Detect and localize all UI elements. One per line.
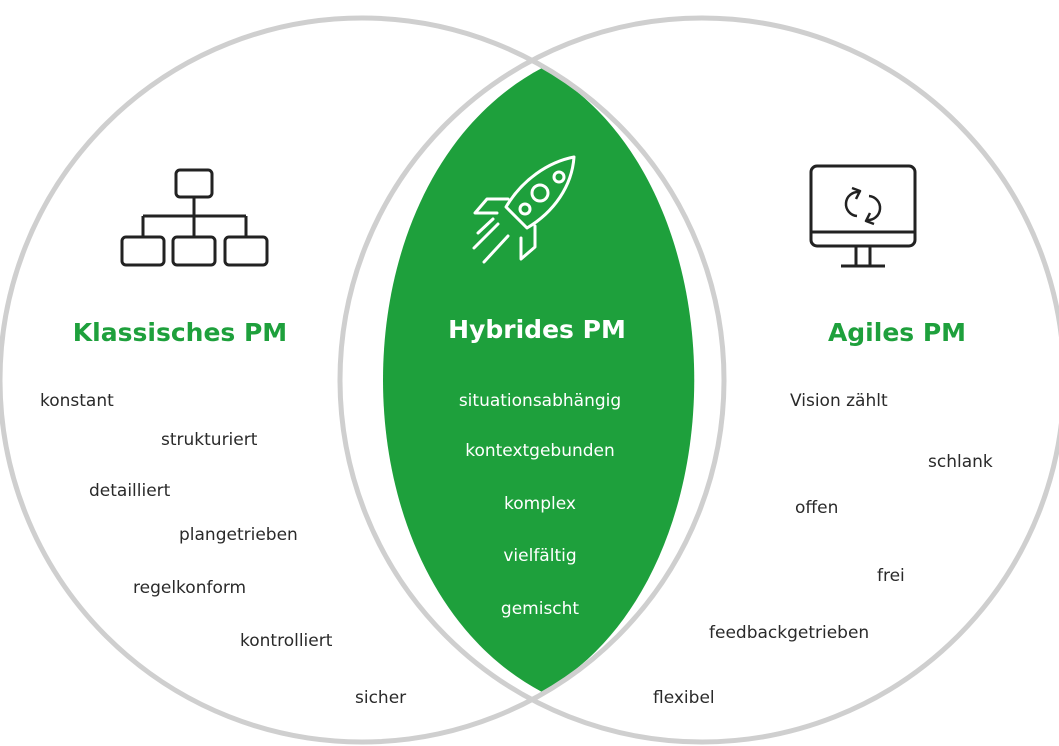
rocket-icon <box>472 155 576 264</box>
center-word: gemischt <box>500 599 580 619</box>
left-title: Klassisches PM <box>72 318 288 347</box>
left-word: detailliert <box>89 481 171 501</box>
left-word: regelkonform <box>133 578 247 598</box>
left-word: sicher <box>355 688 407 708</box>
monitor-refresh-icon <box>809 164 917 268</box>
right-word: schlank <box>928 452 993 472</box>
left-word: konstant <box>40 391 114 411</box>
left-word: strukturiert <box>161 430 258 450</box>
right-title: Agiles PM <box>827 318 967 347</box>
right-word: frei <box>877 566 905 586</box>
hybrid-lens <box>383 68 695 692</box>
org-chart-icon <box>120 168 269 267</box>
right-word: feedbackgetrieben <box>709 623 870 643</box>
center-word: kontextgebunden <box>465 441 615 461</box>
center-word: vielfältig <box>503 546 577 566</box>
right-circle <box>337 15 1059 745</box>
left-circle <box>0 15 727 745</box>
center-word: komplex <box>504 494 576 514</box>
center-word: situationsabhängig <box>458 391 622 411</box>
center-title: Hybrides PM <box>448 315 626 344</box>
left-word: kontrolliert <box>240 631 333 651</box>
right-word: Vision zählt <box>790 391 888 411</box>
left-word: plangetrieben <box>179 525 298 545</box>
right-word: offen <box>795 498 839 518</box>
right-word: flexibel <box>653 688 715 708</box>
